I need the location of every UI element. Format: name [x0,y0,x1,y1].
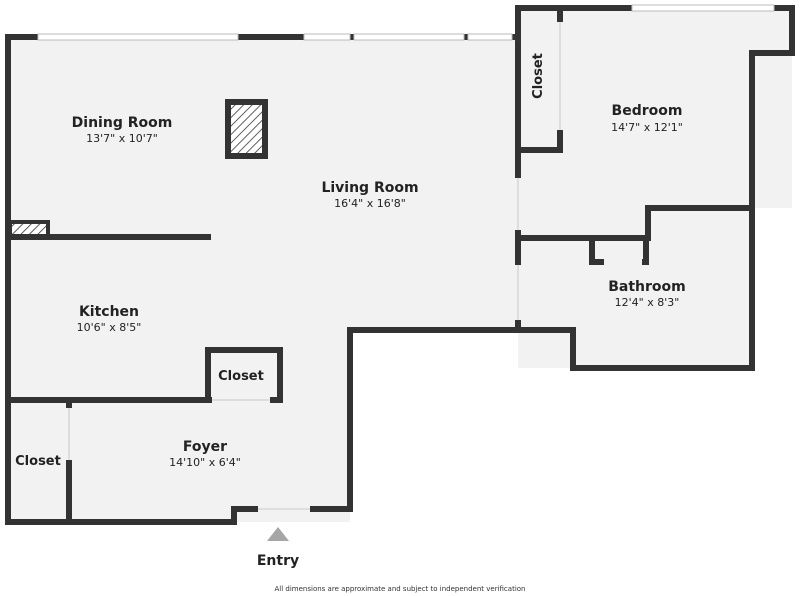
room-dims-kitchen: 10'6" x 8'5" [77,321,142,334]
fireplace [225,99,268,159]
entry-label: Entry [257,553,299,569]
room-name-foyer: Foyer [183,439,227,455]
room-name-kitchen: Kitchen [79,304,139,320]
windows [37,4,775,41]
closet-label-center: Closet [218,369,264,384]
room-name-bathroom: Bathroom [608,279,686,295]
entry-arrow-icon [267,527,289,541]
room-dims-bathroom: 12'4" x 8'3" [615,296,680,309]
room-dims-foyer: 14'10" x 6'4" [169,456,241,469]
room-name-dining: Dining Room [72,115,173,131]
room-dims-bedroom: 14'7" x 12'1" [611,121,683,134]
closet-label-left: Closet [15,454,61,469]
closet-label-bedroom: Closet [531,53,546,99]
room-dims-dining: 13'7" x 10'7" [86,132,158,145]
door-lines [68,22,561,510]
disclaimer-text: All dimensions are approximate and subje… [275,585,526,593]
floor-area [8,8,792,522]
room-name-living: Living Room [321,180,418,196]
room-dims-living: 16'4" x 16'8" [334,197,406,210]
room-name-bedroom: Bedroom [612,103,683,119]
